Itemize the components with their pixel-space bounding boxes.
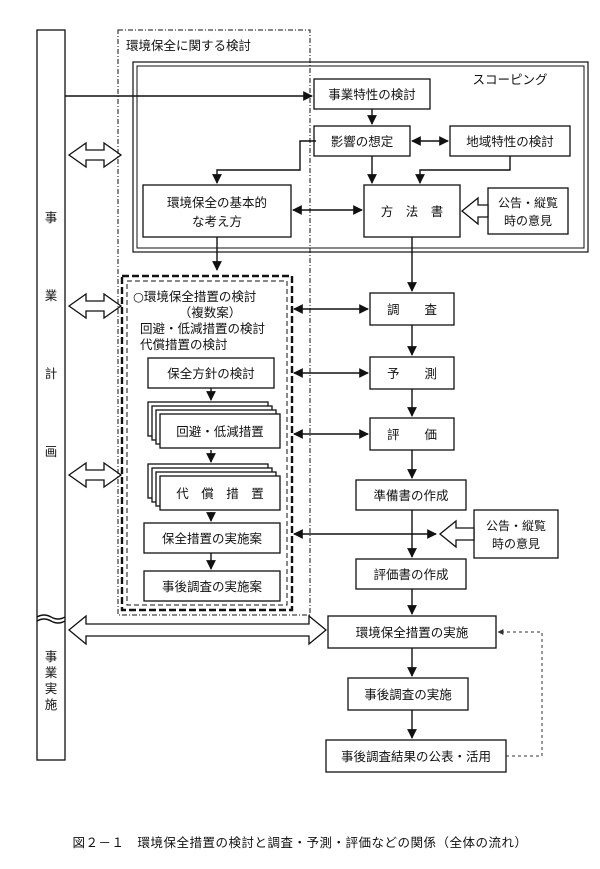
post-survey-box [347,677,469,711]
plan-label-char-2: 業 [45,288,58,303]
public-opinion-arrow-2 [438,519,475,549]
post-survey-plan-box [143,570,281,602]
public-notice-1-box [487,187,569,235]
env-consideration-region [117,29,311,616]
post-survey-plan-label: 事後調査の実施案 [162,579,263,594]
draft-document-label: 準備書の作成 [373,488,448,503]
business-column: 事 業 計 画 事 業 実 施 [36,29,66,761]
business-characteristics-label: 事業特性の検討 [328,87,416,102]
public-notice-1-label-1: 公告・縦覧 [498,196,558,210]
measures-region-outer [120,274,294,612]
prediction-box [369,356,455,390]
double-arrow-3 [67,461,123,489]
draft-document-box [355,479,467,511]
evaluation-document-label: 評価書の作成 [373,567,448,582]
impl-label-char-4: 施 [45,697,58,712]
connectors [65,91,543,757]
impact-assumption-label: 影響の想定 [331,134,394,149]
column-divider-2 [36,618,66,624]
double-arrow-long [67,614,328,646]
post-survey-label: 事後調査の実施 [364,687,452,702]
public-opinion-arrow-1 [460,196,489,226]
plan-label-char-1: 事 [45,210,58,225]
prediction-label: 予 測 [387,366,437,381]
business-column-frame [36,29,66,761]
double-arrow-1 [67,141,123,169]
arrow-impact-to-concept [212,140,316,184]
basic-concept-box [142,184,292,238]
plan-label-char-4: 画 [45,444,58,459]
implementation-plan-box [143,522,281,554]
evaluation-label: 評 価 [387,427,437,442]
basic-concept-label-1: 環境保全の基本的 [167,195,267,210]
compensation-card [159,475,281,511]
measures-label-3: 回避・低減措置の検討 [140,321,265,336]
figure-caption: 図２－１ 環境保全措置の検討と調査・予測・評価などの関係（全体の流れ） [72,835,527,850]
column-divider [36,614,66,620]
avoid-reduce-label: 回避・低減措置 [176,424,264,439]
env-consideration-title: 環境保全に関する検討 [126,38,251,53]
policy-study-label: 保全方針の検討 [167,366,255,381]
double-arrows [67,141,328,646]
scoping-title: スコーピング [472,72,547,87]
scoping-frame-outer [132,61,589,253]
double-arrow-2 [67,292,123,320]
implement-measures-label: 環境保全措置の実施 [356,625,469,640]
public-notice-2-label-1: 公告・縦覧 [486,519,546,533]
compensation-label: 代 償 措 置 [176,486,264,501]
impl-label-char-1: 事 [45,649,58,664]
survey-label: 調 査 [387,302,438,317]
impl-label-char-3: 実 [45,681,58,696]
impl-label-char-2: 業 [45,665,58,680]
publish-results-label: 事後調査結果の公表・活用 [341,749,491,764]
measures-label-1: ○環境保全措置の検討 [133,289,256,304]
measures-label-4: 代償措置の検討 [140,337,228,352]
implement-measures-box [327,615,497,649]
arrow-regional-to-method [415,156,511,184]
regional-characteristics-label: 地域特性の検討 [466,134,554,149]
regional-characteristics-box [449,125,571,157]
business-characteristics-box [313,78,431,110]
implementation-plan-label: 保全措置の実施案 [162,531,263,546]
public-notice-1-label-2: 時の意見 [504,213,552,228]
impact-assumption-box [313,125,411,157]
evaluation-document-box [355,558,467,590]
public-notice-2-label-2: 時の意見 [492,536,540,551]
feedback-dashed-arrow [497,629,543,757]
policy-study-box [147,357,275,389]
evaluation-box [369,417,455,451]
plan-label-char-3: 計 [45,366,58,381]
measures-label-2: （複数案） [179,305,242,320]
public-notice-2-box [473,509,559,559]
basic-concept-label-2: な考え方 [192,214,242,229]
method-document-label: 方 法 書 [381,204,444,219]
scoping-frame-inner [136,65,585,249]
measures-region-inner [126,280,288,606]
avoid-reduce-card [159,413,281,449]
publish-results-box [325,739,507,773]
